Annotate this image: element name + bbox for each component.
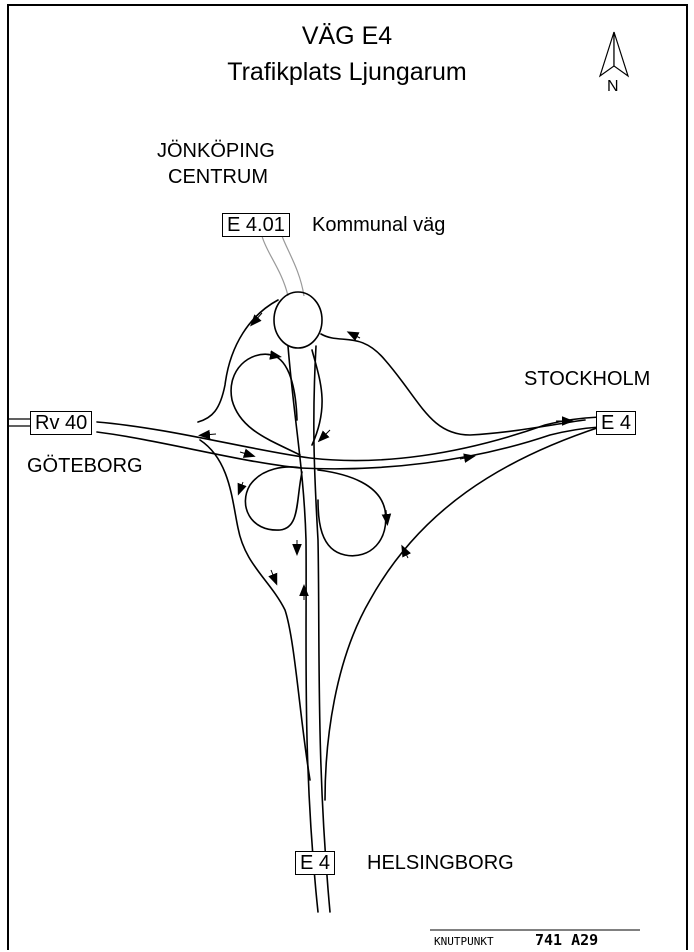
ramp-sw bbox=[199, 439, 311, 781]
direction-arrows bbox=[198, 312, 574, 600]
ramp-se bbox=[324, 426, 601, 801]
roundabout bbox=[273, 291, 323, 349]
map-frame bbox=[7, 4, 688, 950]
e4-mainline-southbound bbox=[287, 345, 319, 913]
shield-e4-south: E 4 bbox=[295, 851, 336, 875]
knutpunkt-label: KNUTPUNKT bbox=[434, 935, 494, 948]
loop-se bbox=[317, 469, 387, 557]
shield-e4-east: E 4 bbox=[596, 411, 637, 435]
map-subtitle: Trafikplats Ljungarum bbox=[227, 58, 467, 86]
label-jonkoping: JÖNKÖPING bbox=[157, 140, 275, 162]
north-arrow-icon bbox=[598, 31, 630, 78]
rv40-stub bbox=[8, 418, 30, 427]
loop-ne bbox=[311, 349, 323, 446]
e4-east-west-lower bbox=[96, 426, 601, 470]
shield-rv40: Rv 40 bbox=[30, 411, 93, 435]
label-goteborg: GÖTEBORG bbox=[27, 455, 143, 477]
shield-e401: E 4.01 bbox=[222, 213, 290, 237]
label-centrum: CENTRUM bbox=[168, 166, 268, 188]
label-stockholm: STOCKHOLM bbox=[524, 368, 651, 390]
e4-mainline-northbound bbox=[313, 345, 331, 913]
knutpunkt-code: 741 A29 bbox=[535, 931, 599, 949]
loop-sw bbox=[244, 466, 303, 531]
label-helsingborg: HELSINGBORG bbox=[367, 852, 514, 874]
municipal-road bbox=[261, 235, 305, 297]
ramp-nw bbox=[197, 299, 279, 423]
label-kommunal-vag: Kommunal väg bbox=[312, 214, 446, 236]
loop-nw bbox=[230, 353, 301, 456]
e4-east-west-upper bbox=[96, 416, 601, 462]
north-label: N bbox=[607, 78, 619, 95]
map-title: VÄG E4 bbox=[301, 22, 393, 50]
